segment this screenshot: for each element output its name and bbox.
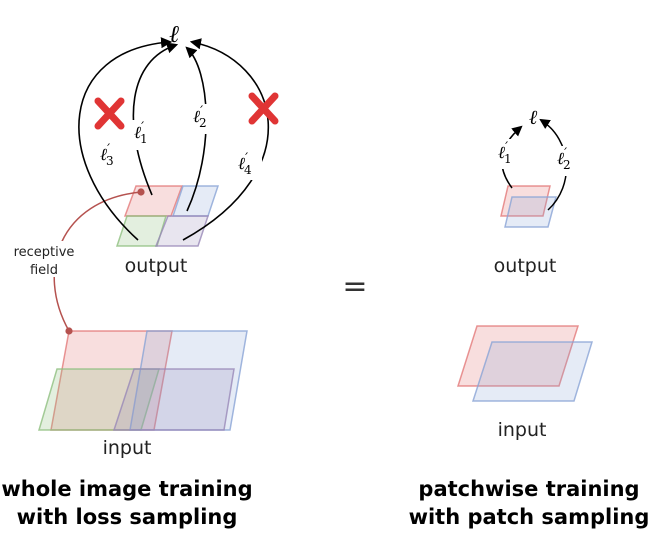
receptive-field-label-bg bbox=[8, 241, 80, 277]
output-cell-red bbox=[123, 185, 184, 217]
input-grid bbox=[37, 330, 248, 431]
cross-icon bbox=[248, 92, 279, 125]
output-label: output bbox=[125, 255, 188, 277]
right-loss-symbol: ℓ bbox=[529, 105, 538, 129]
arrow-l1 bbox=[132, 42, 179, 196]
loss-label-l3: ℓ′3 bbox=[100, 142, 114, 168]
loss-symbol: ℓ bbox=[169, 20, 179, 48]
right-input-label: input bbox=[498, 419, 547, 441]
left-caption-line1: whole image training bbox=[1, 477, 252, 501]
output-patch-blue bbox=[504, 196, 557, 228]
input-patch-red bbox=[456, 325, 580, 387]
output-grid bbox=[115, 185, 220, 247]
input-patches bbox=[456, 325, 594, 402]
right-loss-label-l1: ℓ′1 bbox=[498, 140, 512, 166]
receptive-field-label-line1: receptive bbox=[14, 245, 75, 260]
right-caption-line2: with patch sampling bbox=[409, 505, 650, 529]
equals-sign: = bbox=[342, 269, 367, 304]
loss-arrows bbox=[78, 37, 270, 241]
receptive-field-label-line2: field bbox=[30, 263, 58, 278]
right-output-label: output bbox=[494, 255, 557, 277]
input-patch-blue bbox=[471, 341, 594, 402]
left-caption-line2: with loss sampling bbox=[17, 505, 238, 529]
loss-label-l1: ℓ′1 bbox=[134, 120, 148, 146]
output-patches bbox=[500, 185, 557, 228]
input-region-purple bbox=[112, 368, 235, 431]
right-loss-label-l2: ℓ′2 bbox=[557, 146, 571, 172]
loss-label-l4: ℓ′4 bbox=[238, 151, 252, 177]
input-label: input bbox=[103, 437, 152, 459]
arrow-l4 bbox=[182, 38, 270, 241]
output-patch-red bbox=[500, 185, 551, 217]
input-region-blue bbox=[129, 330, 248, 431]
cross-icon bbox=[94, 97, 125, 130]
output-cell-purple bbox=[154, 215, 210, 247]
arrow-l3 bbox=[78, 37, 173, 241]
loss-label-l2: ℓ′2 bbox=[193, 104, 207, 130]
right-caption-line1: patchwise training bbox=[418, 477, 639, 501]
